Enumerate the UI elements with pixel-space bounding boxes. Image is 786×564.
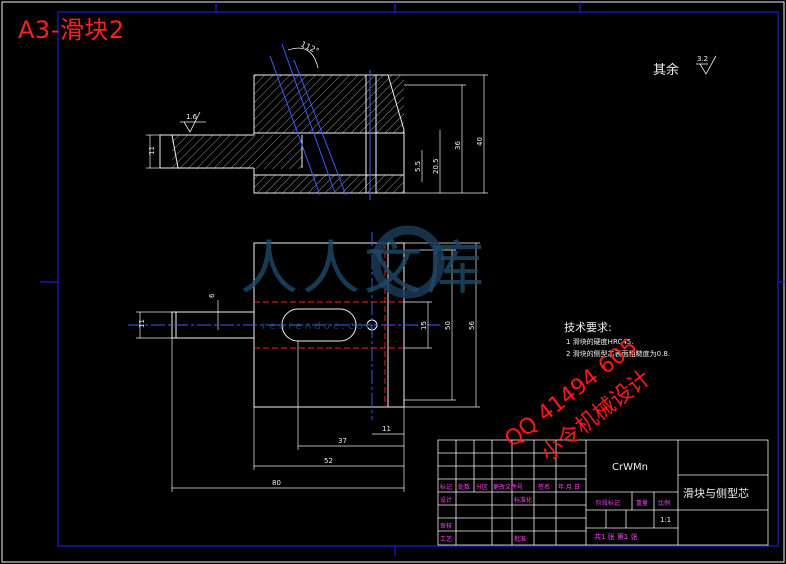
- angle-label: 112°: [299, 40, 320, 56]
- tb-process: 工艺: [440, 535, 452, 543]
- dim-top-11-bottom: 11: [382, 425, 391, 433]
- dim-front-36: 36: [454, 141, 462, 150]
- tb-sheets: 共1 张 第1 张: [594, 532, 638, 541]
- dim-top-52: 52: [324, 457, 333, 465]
- tb-doc: 更改文件号: [493, 483, 523, 491]
- dim-top-56: 56: [468, 321, 476, 330]
- tb-review: 审核: [440, 522, 452, 530]
- tb-weight: 重量: [636, 499, 648, 507]
- watermark: 人人文库 r e n r e n d o c . c o m: [240, 225, 488, 332]
- drawing-title: A3-滑块2: [18, 16, 125, 44]
- tb-count: 处数: [458, 483, 470, 491]
- roughness-face-value: 1.6: [186, 113, 198, 121]
- title-block: [437, 439, 769, 546]
- tb-scale: 1:1: [660, 516, 671, 524]
- tb-mark: 标记: [440, 483, 452, 491]
- tech-line-2: 2 滑块的侧型芯表面粗糙度为0.8.: [566, 349, 670, 358]
- dim-front-11: 11: [148, 146, 156, 155]
- dim-front-20-5: 20.5: [432, 158, 440, 174]
- dim-front-5-5: 5.5: [414, 161, 422, 172]
- watermark-url: r e n r e n d o c . c o m: [262, 321, 376, 332]
- rest-roughness-symbol: [696, 55, 717, 75]
- part-name: 滑块与侧型芯: [683, 486, 749, 500]
- front-section-view: 112° 1.6 11 36 40 5.5 20.5: [146, 40, 488, 200]
- dim-top-11-left: 11: [138, 319, 146, 328]
- frame-marks: [40, 2, 786, 556]
- top-view: 11 6 15 50 56 11 37 52 80: [128, 232, 480, 492]
- dim-top-50: 50: [444, 321, 452, 330]
- dim-top-80: 80: [272, 479, 281, 487]
- dim-front-40: 40: [476, 137, 484, 146]
- dim-top-15: 15: [420, 321, 428, 330]
- inner-frame: [57, 11, 779, 547]
- tb-design: 设计: [440, 496, 452, 504]
- dim-top-6: 6: [208, 293, 216, 298]
- tb-sign: 签名: [538, 483, 550, 491]
- watermark-logo: 人人文库: [240, 234, 488, 302]
- tb-date: 年.月.日: [558, 483, 580, 491]
- material-label: CrWMn: [612, 462, 648, 473]
- rest-roughness-value: 3.2: [697, 55, 708, 63]
- tb-zone: 分区: [476, 483, 488, 491]
- dim-top-37: 37: [338, 437, 347, 445]
- tech-heading: 技术要求:: [564, 321, 612, 334]
- tech-line-1: 1 滑块的硬度HRC45.: [566, 337, 633, 346]
- title-block-text: CrWMn 滑块与侧型芯 标记 处数 分区 更改文件号 签名 年.月.日 设计 …: [440, 462, 749, 543]
- tb-approve: 批准: [514, 535, 526, 543]
- tb-stage: 阶段标记: [596, 499, 620, 507]
- tb-standard: 标准化: [514, 496, 532, 504]
- rest-roughness-label: 其余: [653, 62, 679, 78]
- tb-scale-label: 比例: [658, 499, 670, 507]
